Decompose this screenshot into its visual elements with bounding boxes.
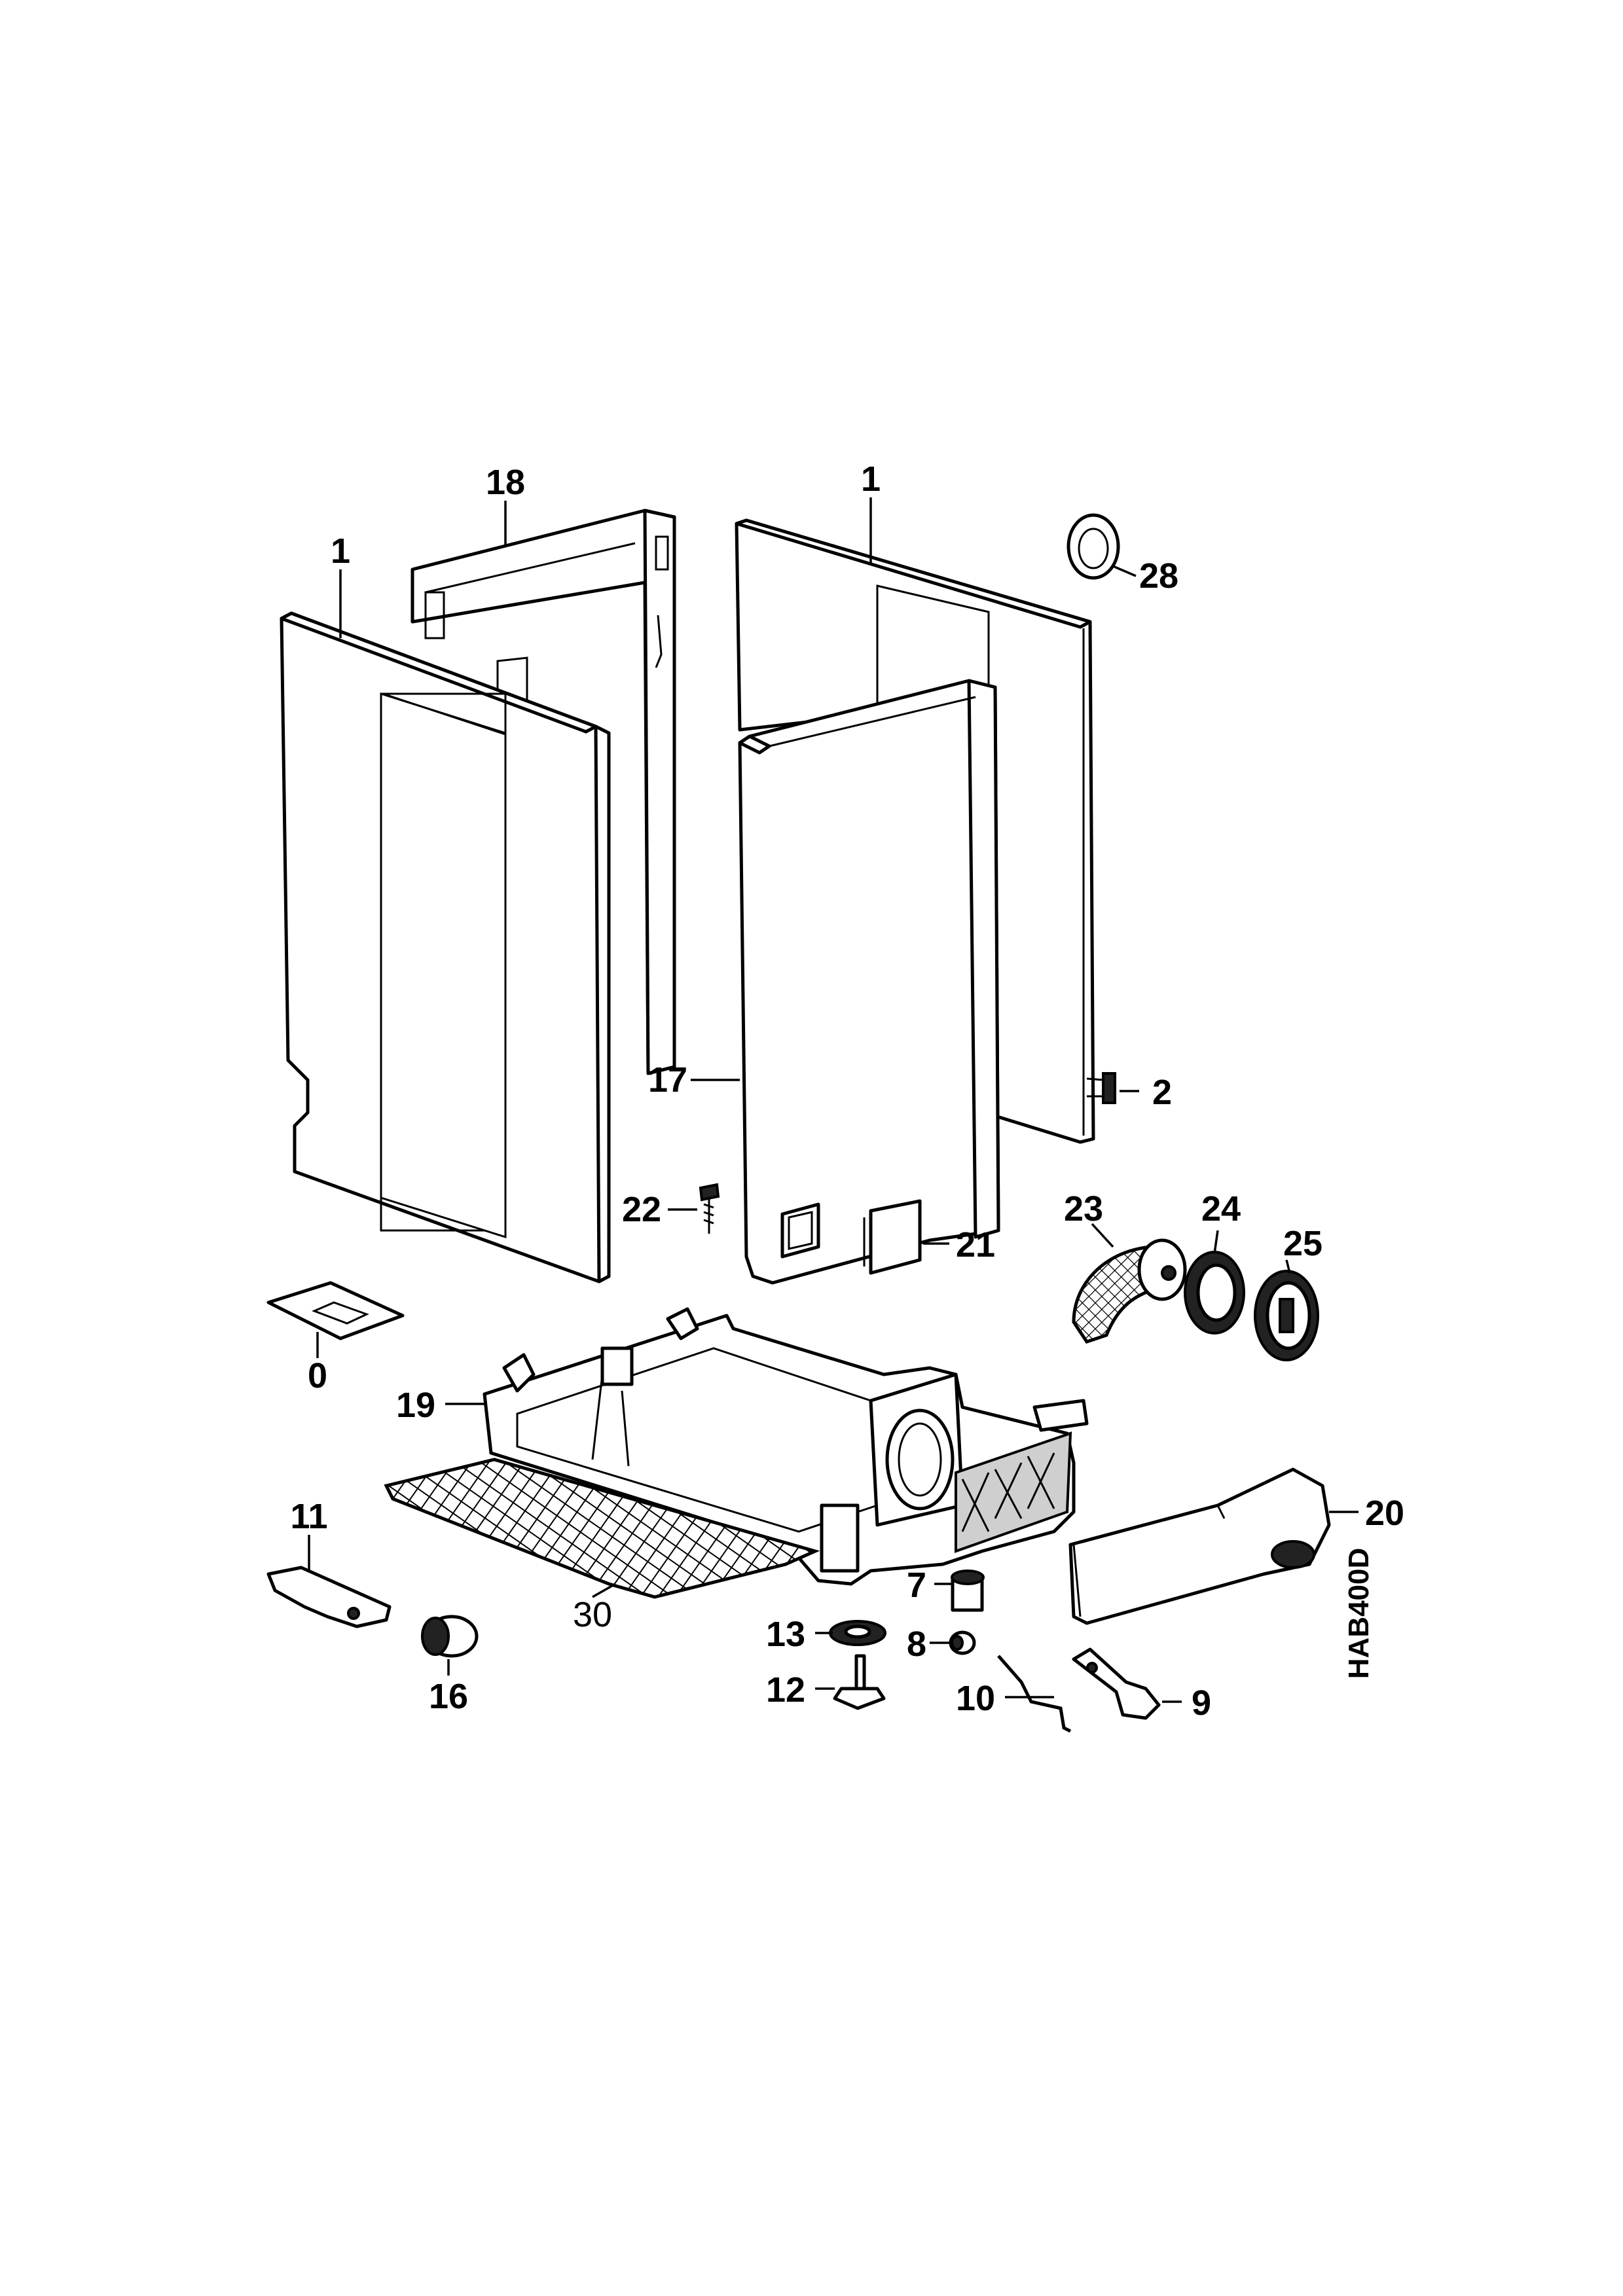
- callout-nut-13: 13: [766, 1615, 805, 1654]
- callout-ring-25: 25: [1283, 1224, 1322, 1263]
- callout-rod-10: 10: [956, 1679, 995, 1718]
- callout-lever-9: 9: [1192, 1683, 1211, 1723]
- side-panel-left: [280, 611, 611, 1283]
- rod-10: [997, 1655, 1072, 1733]
- hose-23: [1072, 1238, 1187, 1344]
- plate-0: [266, 1281, 405, 1340]
- flap-21: [863, 1199, 922, 1275]
- bracket-11: [266, 1566, 392, 1628]
- callout-filter-30: 30: [573, 1595, 612, 1634]
- base-19: [483, 1307, 1089, 1586]
- callout-roller-16: 16: [429, 1677, 468, 1716]
- seal-24: [1184, 1251, 1245, 1335]
- callout-plate-0: 0: [308, 1356, 327, 1395]
- screw-22: [699, 1183, 720, 1234]
- callout-bush-8: 8: [907, 1624, 926, 1664]
- ring-25: [1254, 1270, 1319, 1361]
- lever-9: [1072, 1647, 1161, 1720]
- callout-foot-7: 7: [907, 1566, 926, 1605]
- foot-12: [833, 1654, 886, 1710]
- drawing-code: HAB400D: [1343, 1548, 1375, 1679]
- plug-28: [1067, 513, 1120, 580]
- callout-screw-22: 22: [622, 1190, 661, 1229]
- filter-30: [384, 1458, 820, 1599]
- callout-flap-21: 21: [956, 1225, 995, 1265]
- bush-8: [949, 1630, 976, 1655]
- roller-16: [421, 1615, 479, 1658]
- callout-plug-28: 28: [1139, 556, 1178, 596]
- clip-2: [1086, 1072, 1116, 1104]
- nut-13: [829, 1620, 886, 1646]
- kickplate-20: [1068, 1467, 1331, 1625]
- callout-bracket-11: 11: [290, 1497, 327, 1536]
- callout-front-panel: 17: [648, 1060, 687, 1100]
- callout-seal-24: 24: [1201, 1189, 1241, 1229]
- callout-kickplate-20: 20: [1365, 1494, 1404, 1533]
- callout-foot-12: 12: [766, 1670, 805, 1710]
- callout-back-panel: 18: [486, 463, 525, 502]
- callout-side-panel-left: 1: [331, 531, 350, 571]
- callout-base-19: 19: [396, 1386, 435, 1425]
- callout-labels: 1 1 18 28 2 17 22 21 23 24 25 0 19 20 11…: [290, 459, 1404, 1723]
- callout-clip-2: 2: [1152, 1073, 1172, 1112]
- front-panel: [738, 679, 1000, 1285]
- foot-7: [951, 1570, 985, 1612]
- callout-side-panel-right: 1: [861, 459, 881, 499]
- leader-lines: [308, 497, 1359, 1703]
- callout-hose-23: 23: [1064, 1189, 1103, 1229]
- back-panel: [410, 509, 676, 1075]
